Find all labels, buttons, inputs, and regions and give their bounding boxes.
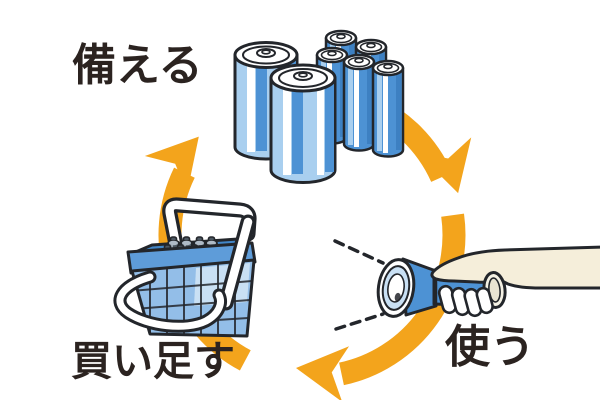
label-use: 使う [445, 320, 536, 373]
battery-d [269, 63, 337, 184]
arrowhead-topleft-icon [144, 136, 199, 193]
fingers [437, 284, 494, 318]
light-beam-dashes [333, 239, 385, 331]
label-prepare: 備える [72, 40, 203, 91]
arrowhead-bottom-icon [296, 346, 350, 400]
cycle-arrow-right [338, 213, 466, 386]
arrowhead-right-icon [417, 137, 472, 194]
battery-stockpile-icon [233, 29, 405, 184]
flashlight-lens [376, 258, 416, 318]
battery-aa [342, 53, 376, 152]
hand [430, 245, 600, 318]
battery-aa [371, 59, 405, 158]
basket-handle-front-loop [113, 270, 227, 333]
shopping-basket-with-batteries-icon [113, 197, 257, 338]
basket-handle-right-post [218, 214, 256, 311]
flashlight-in-hand-icon [376, 245, 600, 318]
label-restock: 買い足す [71, 337, 235, 385]
